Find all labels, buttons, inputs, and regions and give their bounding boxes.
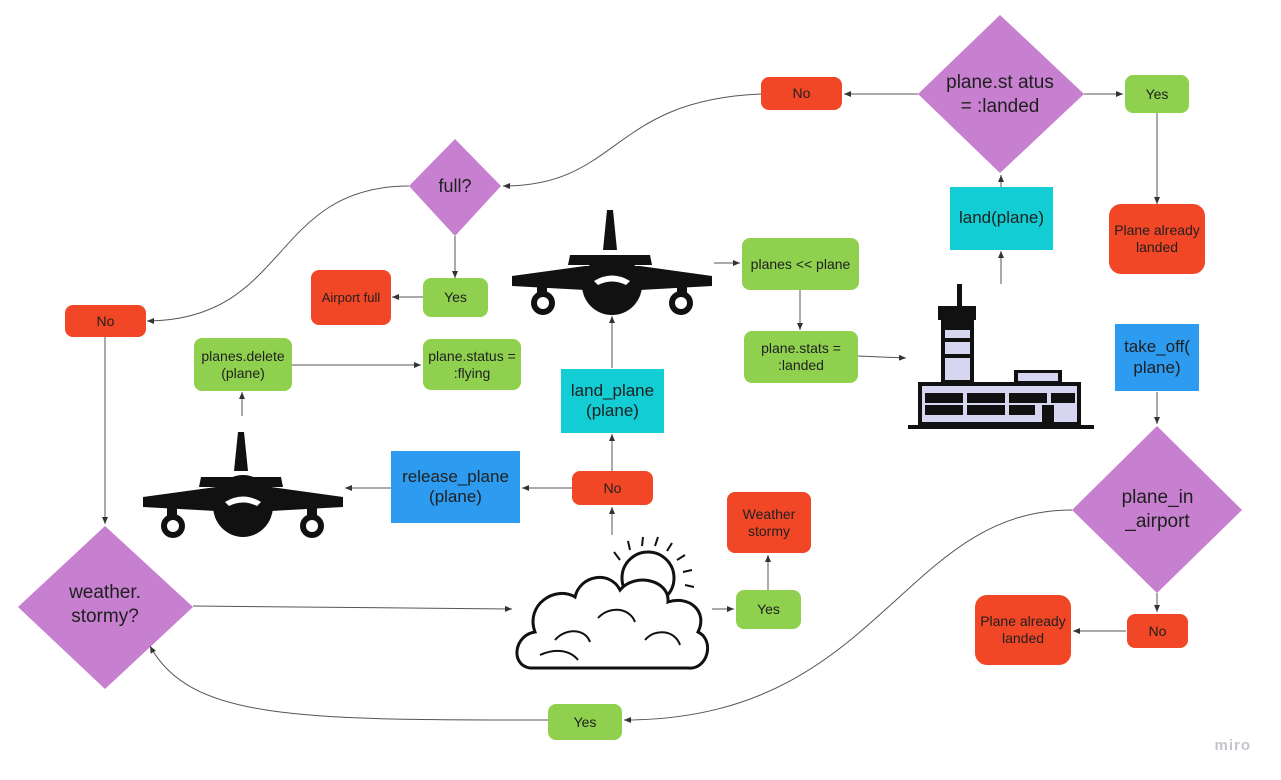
planes-delete-box: planes.delete (plane) (194, 338, 292, 391)
decision-full-label: full? (438, 175, 472, 196)
release-plane-box: release_plane (plane) (391, 451, 520, 523)
plane-already-landed-top-box: Plane already landed (1109, 204, 1205, 274)
no-top-box: No (761, 77, 842, 110)
yes-weather-box: Yes (736, 590, 801, 629)
yes-top-box: Yes (1125, 75, 1189, 113)
no-left-box: No (65, 305, 146, 337)
connector-in-airport-yes (623, 509, 1073, 723)
land-plane-call-box: land_plane (plane) (561, 369, 664, 433)
decision-in-airport-shape (1072, 426, 1242, 593)
connector-no-top-full (502, 93, 762, 189)
decision-stormy-shape (18, 526, 193, 689)
decision-in-airport-label: plane_in _airport (1121, 487, 1194, 532)
miro-watermark: miro (1214, 737, 1251, 754)
plane-status-flying-box: plane.status = :flying (423, 339, 521, 390)
plane-already-landed-bottom-box: Plane already landed (975, 595, 1071, 665)
decision-landed-label: plane.st atus = :landed (946, 72, 1054, 117)
take-off-box: take_off( plane) (1115, 324, 1199, 391)
cloud-sun-icon (515, 536, 709, 670)
no-bottom-right-box: No (1127, 614, 1188, 648)
decision-full-shape (409, 139, 501, 236)
airplane-icon (143, 432, 343, 538)
plane-stats-box: plane.stats = :landed (744, 331, 858, 383)
no-mid-box: No (572, 471, 653, 505)
decision-landed-shape (918, 15, 1084, 173)
connector-yes-bottom-stormy (149, 645, 549, 721)
planes-push-box: planes << plane (742, 238, 859, 290)
land-method-box: land(plane) (950, 187, 1053, 250)
airport-full-box: Airport full (311, 270, 391, 325)
airplane-icon (512, 210, 712, 315)
weather-stormy-box: Weather stormy (727, 492, 811, 553)
yes-bottom-box: Yes (548, 704, 622, 740)
decision-stormy-label: weather. stormy? (69, 582, 141, 627)
connector-full-no (146, 185, 410, 324)
airport-icon (908, 284, 1094, 429)
connector-stats-airport (857, 354, 907, 361)
yes-full-box: Yes (423, 278, 488, 317)
connector-stormy-cloud (192, 605, 513, 612)
